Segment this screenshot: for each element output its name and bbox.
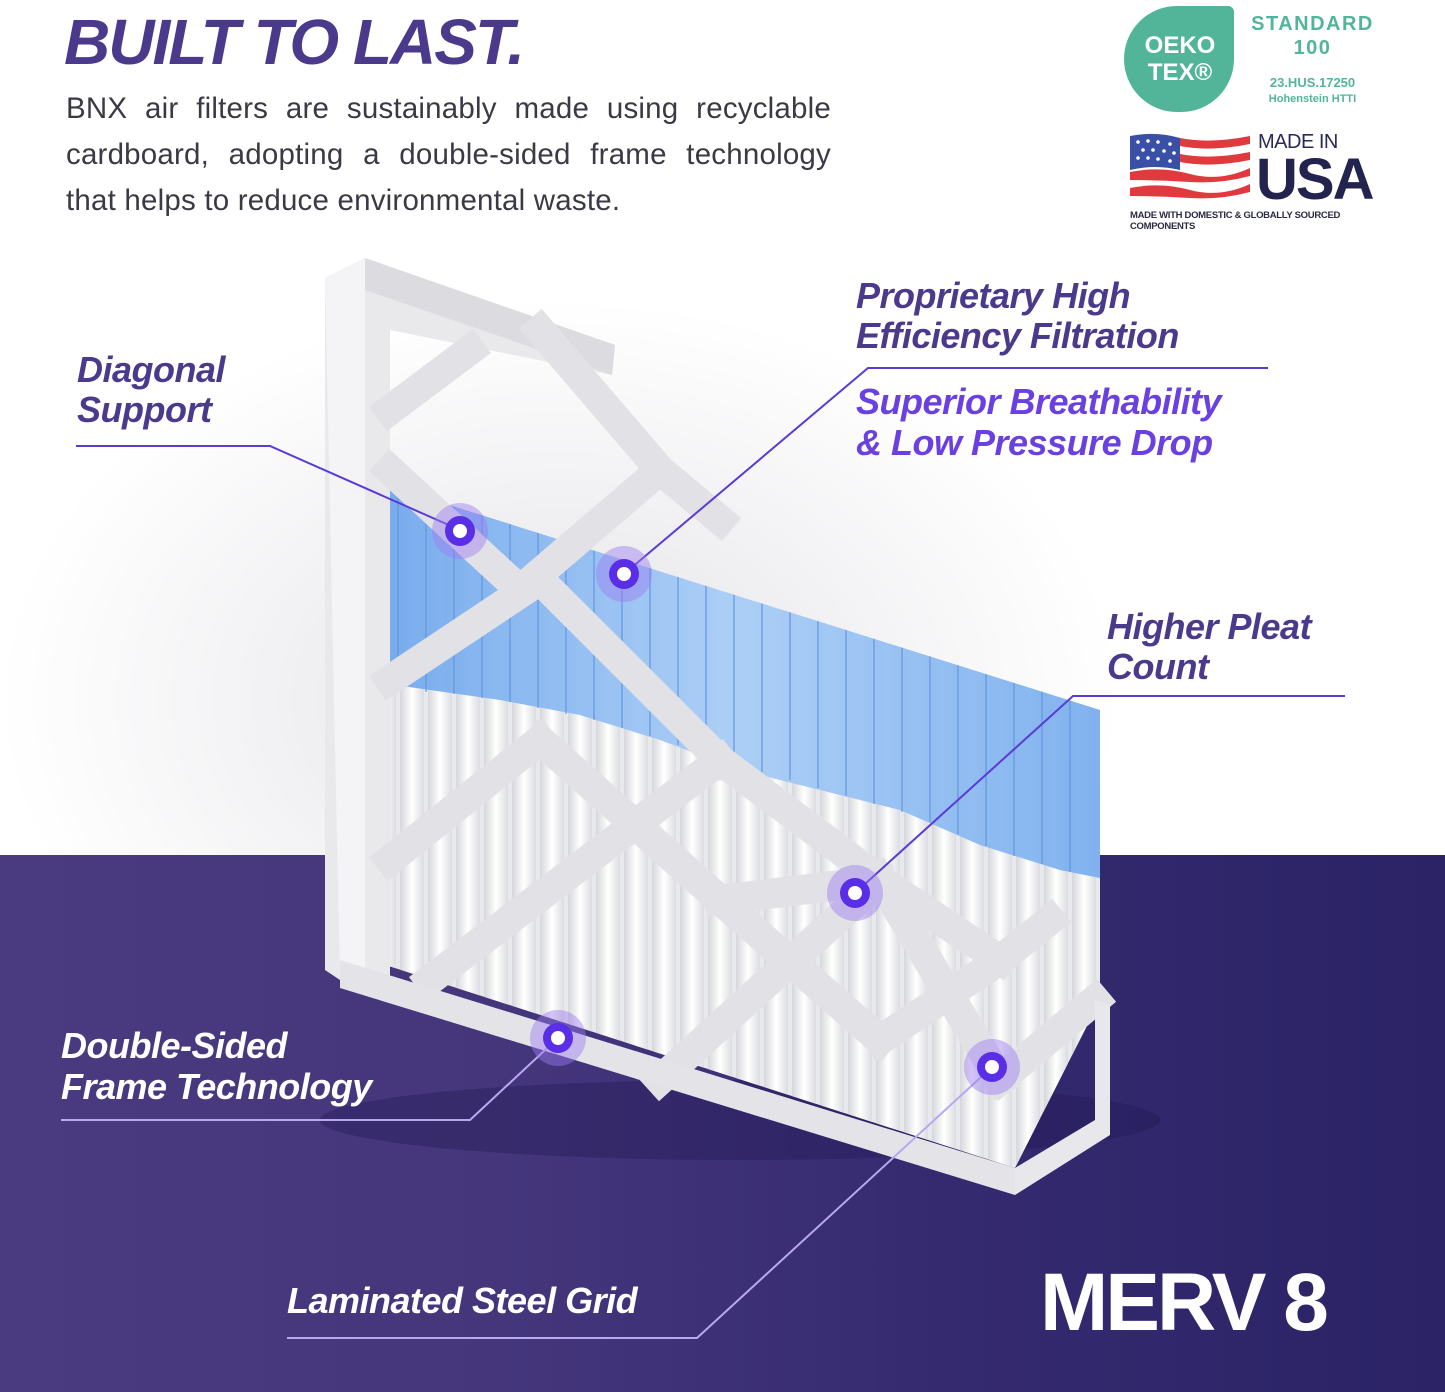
hotspot-markers [432, 503, 1020, 1095]
page-headline: BUILT TO LAST. [64, 6, 525, 78]
us-flag-icon [1130, 133, 1250, 202]
oeko-tex-logo-text: OEKO TEX® [1144, 32, 1216, 86]
callout-laminated-steel-grid: Laminated Steel Grid [287, 1280, 638, 1321]
oeko-tex-certificate: 23.HUS.17250 Hohenstein HTTI [1268, 75, 1357, 105]
intro-paragraph: BNX air filters are sustainably made usi… [66, 92, 831, 217]
callout-diagonal-support: Diagonal Support [77, 349, 226, 430]
oeko-tex-drop-icon [1124, 6, 1234, 112]
callout-leader-lines [76, 367, 1345, 894]
made-in-usa-note: MADE WITH DOMESTIC & GLOBALLY SOURCED CO… [1130, 210, 1341, 232]
callout-high-efficiency-filtration: Proprietary High Efficiency Filtration [856, 275, 1179, 356]
oeko-tex-standard: STANDARD 100 [1251, 13, 1374, 59]
usa-label: USA [1256, 147, 1374, 212]
made-in-label: MADE IN [1258, 131, 1338, 153]
callout-superior-breathability: Superior Breathability & Low Pressure Dr… [856, 381, 1222, 463]
merv-rating: MERV 8 [1040, 1257, 1329, 1348]
callout-double-sided-frame: Double-Sided Frame Technology [61, 1025, 372, 1107]
callout-higher-pleat-count: Higher Pleat Count [1107, 606, 1312, 687]
